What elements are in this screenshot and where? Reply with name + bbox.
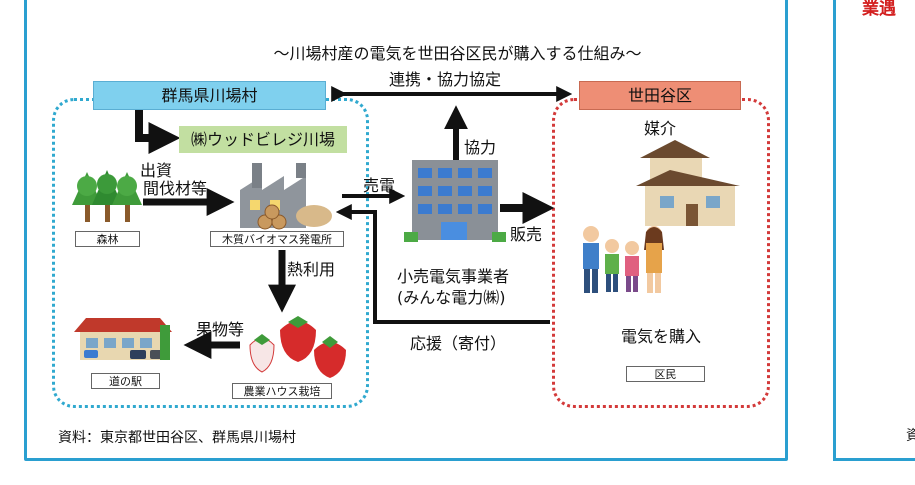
setagaya-header: 世田谷区 [579, 81, 741, 110]
retail-sale-label: 販売 [510, 225, 543, 244]
next-panel [833, 0, 915, 461]
family-illustration [583, 226, 664, 293]
investment-label: 出資 [140, 161, 173, 180]
next-panel-source: 資 [906, 428, 915, 444]
heat-use-label: 熱利用 [287, 260, 336, 279]
investment-arrow [135, 110, 181, 154]
support-label: 応援（寄付） [410, 334, 507, 353]
mediation-label: 媒介 [644, 119, 677, 138]
biomass-plant-tag: 木質バイオマス発電所 [210, 231, 344, 247]
retailer-label-line2: (みんな電力㈱) [397, 288, 506, 307]
michinoeki-tag: 道の駅 [91, 373, 160, 389]
retailer-building-illustration [404, 160, 506, 242]
diagram-title: 〜川場村産の電気を世田谷区民が購入する仕組み〜 [273, 44, 642, 63]
house-illustration [636, 140, 740, 226]
biomass-plant-illustration [240, 163, 332, 230]
strawberry-illustration [249, 316, 346, 378]
woodvillage-label: ㈱ウッドビレジ川場 [179, 126, 347, 153]
retailer-label-line1: 小売電気事業者 [397, 267, 510, 286]
cooperation-label: 協力 [464, 138, 497, 157]
forest-illustration [72, 170, 142, 222]
thinned-wood-label: 間伐材等 [143, 179, 208, 198]
michinoeki-illustration [74, 318, 172, 360]
partnership-label: 連携・協力協定 [389, 70, 502, 89]
gunma-kawaba-header: 群馬県川場村 [93, 81, 326, 110]
residents-tag: 区民 [626, 366, 705, 382]
support-arrow [335, 204, 550, 324]
next-panel-title: 業遇 [862, 0, 896, 19]
sell-power-label: 売電 [363, 176, 396, 195]
greenhouse-tag: 農業ハウス栽培 [232, 383, 332, 399]
source-note: 資料：東京都世田谷区、群馬県川場村 [58, 430, 296, 446]
forest-tag: 森林 [75, 231, 140, 247]
fruits-label: 果物等 [196, 320, 245, 339]
buy-power-label: 電気を購入 [621, 327, 702, 346]
